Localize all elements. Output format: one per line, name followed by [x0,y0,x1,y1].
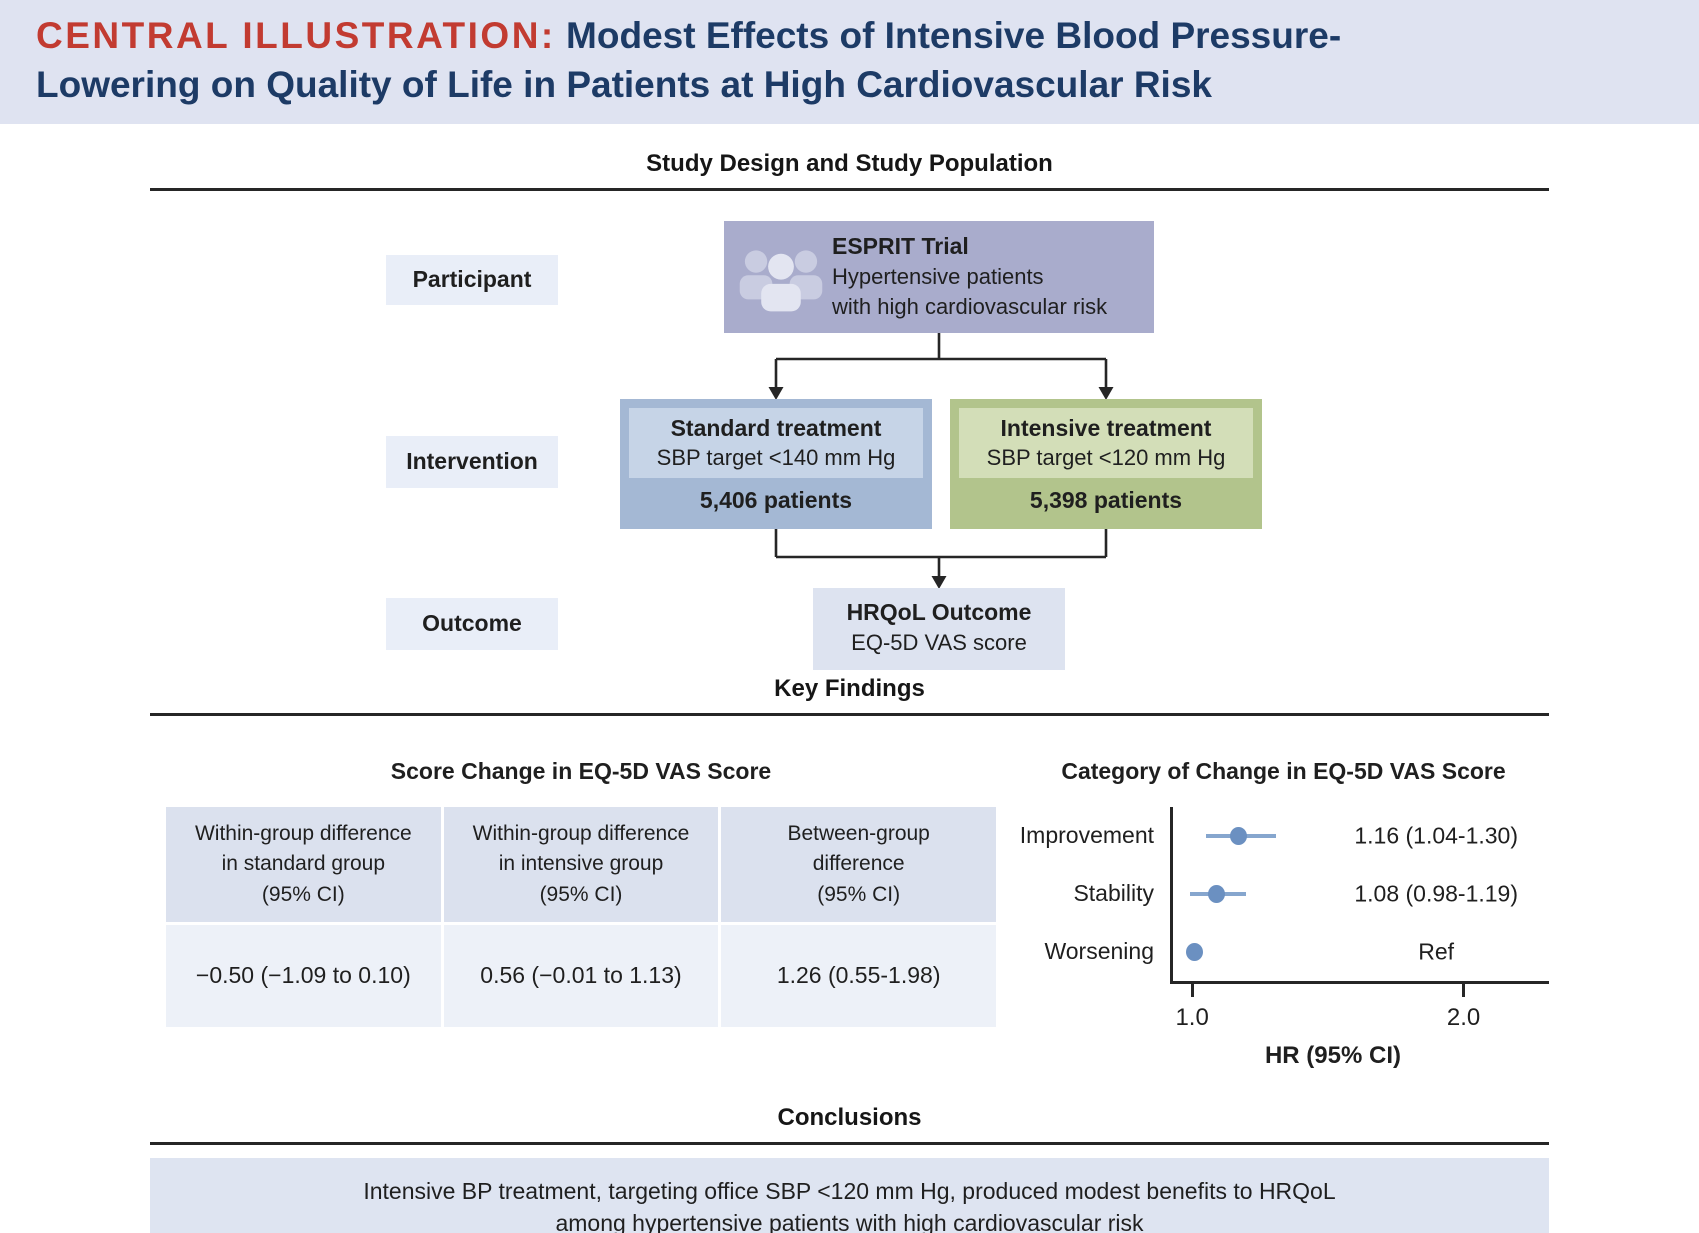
axis-tick [1190,983,1194,997]
header-line: (95% CI) [539,882,623,906]
forest-plot-title: Category of Change in EQ-5D VAS Score [1061,757,1506,784]
header-line-1: CENTRAL ILLUSTRATION: Modest Effects of … [36,12,1663,61]
intensive-treatment-title: Intensive treatment [1000,414,1212,441]
axis-tick-label: 2.0 [1446,1003,1481,1031]
forest-row: 1.08 (0.98-1.19) [1173,865,1549,923]
forest-row: Ref [1173,923,1549,981]
forest-x-axis: 1.0 2.0 HR (95% CI) [1170,983,1549,1070]
key-findings-heading: Key Findings [774,674,925,702]
header-line: difference [812,852,905,876]
forest-axis-spacer [1018,984,1170,1070]
row-label-participant: Participant [386,254,558,305]
intensive-treatment-target: SBP target <120 mm Hg [986,445,1226,471]
category-change-panel: Category of Change in EQ-5D VAS Score Im… [996,758,1549,1070]
row-label-intervention: Intervention [386,435,558,488]
standard-treatment-count: 5,406 patients [699,486,853,513]
score-change-table: Within-group difference in standard grou… [166,806,996,1027]
esprit-line-1: Hypertensive patients [832,264,1044,290]
conclusions-heading: Conclusions [777,1103,922,1131]
axis-tick-label: 1.0 [1175,1003,1209,1031]
conclusion-statement: Intensive BP treatment, targeting office… [150,1157,1549,1233]
forest-category-label: Worsening [1044,938,1154,965]
figure-header-banner: CENTRAL ILLUSTRATION: Modest Effects of … [0,0,1699,124]
esprit-line-2: with high cardiovascular risk [832,294,1108,320]
table-column-header: Within-group difference in intensive gro… [443,806,719,922]
forest-value-label: Ref [1418,938,1455,965]
intensive-treatment-node: Intensive treatment SBP target <120 mm H… [950,398,1262,529]
forest-category-label: Stability [1073,880,1154,907]
figure-body: Study Design and Study Population Partic… [0,124,1699,1233]
standard-treatment-node: Standard treatment SBP target <140 mm Hg… [620,398,932,529]
forest-x-axis-label: HR (95% CI) [1264,1041,1401,1069]
forest-point [1207,884,1225,903]
table-cell-standard-diff: −0.50 (−1.09 to 0.10) [166,924,441,1027]
table-cell-between-diff: 1.26 (0.55-1.98) [721,924,996,1027]
header-line: Within-group difference [194,821,412,845]
header-line: in standard group [221,852,386,876]
conclusion-line-2: among hypertensive patients with high ca… [555,1210,1144,1233]
figure-title-part-1: Modest Effects of Intensive Blood Pressu… [566,15,1342,56]
hrqol-outcome-measure: EQ-5D VAS score [851,630,1027,656]
standard-treatment-title: Standard treatment [670,414,882,441]
forest-point [1186,942,1204,961]
section-divider [150,712,1549,716]
score-change-panel: Score Change in EQ-5D VAS Score Within-g… [150,758,996,1070]
header-line: in intensive group [498,852,664,876]
standard-treatment-header: Standard treatment SBP target <140 mm Hg [629,407,923,478]
study-design-flowchart: Participant Intervention Outcome ESPRIT … [150,191,1545,670]
forest-category-label: Improvement [1019,822,1154,849]
people-group-icon [739,249,823,312]
central-illustration-label: CENTRAL ILLUSTRATION: [36,15,556,56]
forest-point [1229,826,1247,845]
hrqol-outcome-node: HRQoL Outcome EQ-5D VAS score [813,587,1065,670]
esprit-trial-node: ESPRIT Trial Hypertensive patients with … [724,220,1154,333]
section-divider [150,187,1549,191]
table-column-header: Between-group difference (95% CI) [721,806,996,922]
header-line: (95% CI) [261,882,345,906]
forest-value-label: 1.08 (0.98-1.19) [1354,880,1519,907]
header-line: Between-group [787,821,930,845]
section-divider [150,1141,1549,1145]
figure-title-part-2: Lowering on Quality of Life in Patients … [36,63,1212,105]
conclusion-line-1: Intensive BP treatment, targeting office… [363,1177,1336,1204]
forest-row: 1.16 (1.04-1.30) [1173,807,1549,865]
forest-value-label: 1.16 (1.04-1.30) [1354,822,1519,849]
hrqol-outcome-title: HRQoL Outcome [846,598,1032,625]
table-column-header: Within-group difference in standard grou… [166,806,441,922]
esprit-node-text: ESPRIT Trial Hypertensive patients with … [832,231,1107,322]
forest-plot-area: 1.16 (1.04-1.30) 1.08 (0.98-1.19) Ref [1170,806,1549,984]
standard-treatment-target: SBP target <140 mm Hg [656,445,896,471]
axis-tick [1462,983,1466,997]
row-label-outcome: Outcome [386,597,558,650]
study-design-heading: Study Design and Study Population [646,149,1053,177]
flowchart-connector-arrows [768,332,1114,589]
score-table-title: Score Change in EQ-5D VAS Score [390,757,772,784]
intensive-treatment-count: 5,398 patients [1029,486,1183,513]
key-findings-panels: Score Change in EQ-5D VAS Score Within-g… [150,758,1549,1070]
table-cell-intensive-diff: 0.56 (−0.01 to 1.13) [443,924,719,1027]
esprit-title: ESPRIT Trial [832,233,969,260]
header-line: (95% CI) [817,882,901,906]
header-line: Within-group difference [472,821,690,845]
intensive-treatment-header: Intensive treatment SBP target <120 mm H… [959,407,1253,478]
